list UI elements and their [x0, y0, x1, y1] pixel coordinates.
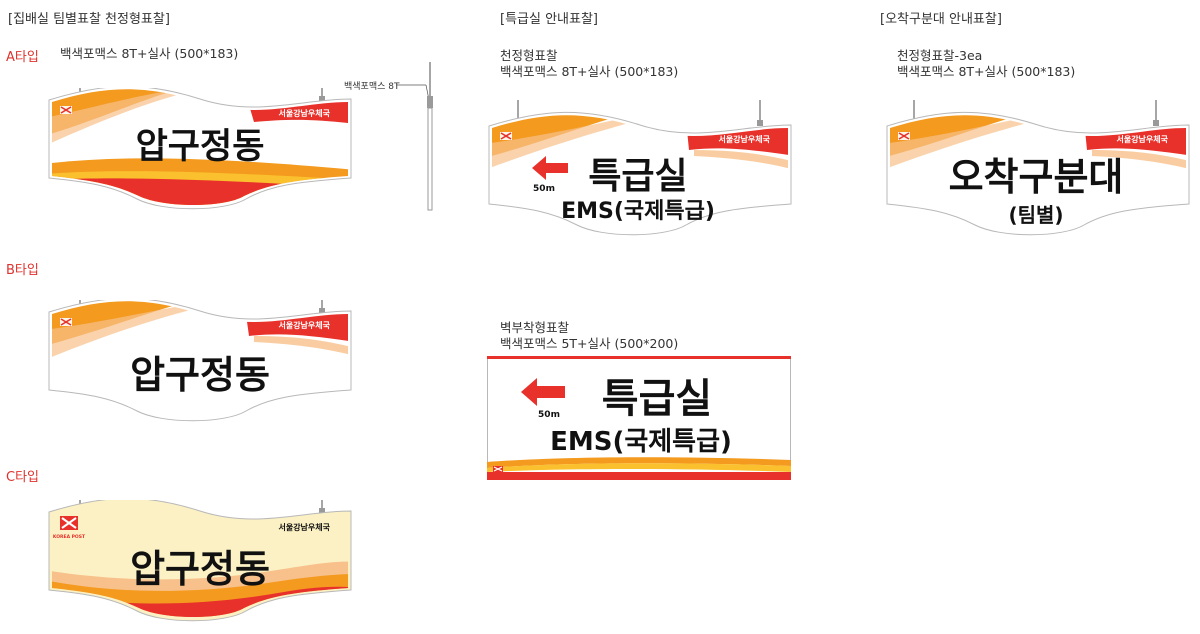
place-name: 압구정동 [130, 547, 270, 591]
arrow-left-icon [532, 156, 568, 180]
sign-type-a: 서울강남우체국 압구정동 [48, 88, 352, 210]
korea-post-logo-icon [493, 466, 503, 472]
type-b-label: B타입 [6, 263, 39, 278]
ems-label: EMS(국제특급) [550, 427, 732, 457]
sign-express-ceiling: 서울강남우체국 50m 특급실 EMS(국제특급) [488, 100, 792, 236]
ochak-spec-line2: 백색포맥스 8T+실사 (500*183) [897, 64, 1076, 79]
ems-label: EMS(국제특급) [561, 199, 715, 224]
korea-post-logo-icon [60, 318, 72, 326]
section-title-express: [특급실 안내표찰] [500, 12, 598, 27]
place-name: 압구정동 [136, 127, 265, 167]
place-name: 압구정동 [130, 353, 270, 397]
pole-thickness-view [396, 62, 433, 211]
section-title-team: [집배실 팀별표찰 천정형표찰] [8, 12, 170, 27]
ochak-title: 오착구분대 [949, 155, 1124, 199]
sign-type-b: 서울강남우체국 압구정동 [48, 300, 352, 422]
distance-label: 50m [533, 184, 555, 194]
wall-spec-line2: 백색포맥스 5T+실사 (500*200) [500, 336, 679, 351]
wall-spec-line1: 벽부착형표찰 [500, 320, 570, 335]
express-spec-line1: 천정형표찰 [500, 48, 558, 63]
type-c-label: C타입 [6, 470, 39, 485]
express-room-title: 특급실 [588, 156, 687, 197]
arrow-left-icon [521, 378, 565, 406]
office-name: 서울강남우체국 [278, 522, 330, 532]
type-a-label: A타입 [6, 50, 39, 65]
sign-express-wall: 50m 특급실 EMS(국제특급) [487, 356, 791, 480]
express-room-title: 특급실 [602, 376, 712, 422]
office-name: 서울강남우체국 [278, 108, 330, 118]
distance-label: 50m [538, 410, 560, 420]
section-title-ochak: [오착구분대 안내표찰] [880, 12, 1002, 27]
pole-annotation: 백색포맥스 8T [344, 82, 400, 92]
type-a-spec: 백색포맥스 8T+실사 (500*183) [60, 46, 239, 61]
korea-post-logo-icon: KOREA POST [53, 516, 86, 540]
korea-post-logo-icon [898, 132, 910, 140]
sign-ochak-ceiling: 서울강남우체국 오착구분대 (팀별) [886, 100, 1190, 236]
korea-post-text: KOREA POST [53, 534, 86, 540]
korea-post-logo-icon [60, 106, 72, 114]
team-label: (팀별) [1008, 203, 1063, 227]
express-spec-line2: 백색포맥스 8T+실사 (500*183) [500, 64, 679, 79]
ochak-spec-line1: 천정형표찰-3ea [897, 48, 983, 63]
office-name: 서울강남우체국 [1116, 134, 1168, 144]
office-name: 서울강남우체국 [718, 134, 770, 144]
korea-post-logo-icon [500, 132, 512, 140]
office-name: 서울강남우체국 [278, 320, 330, 330]
sign-type-c: KOREA POST 서울강남우체국 압구정동 [48, 500, 352, 622]
